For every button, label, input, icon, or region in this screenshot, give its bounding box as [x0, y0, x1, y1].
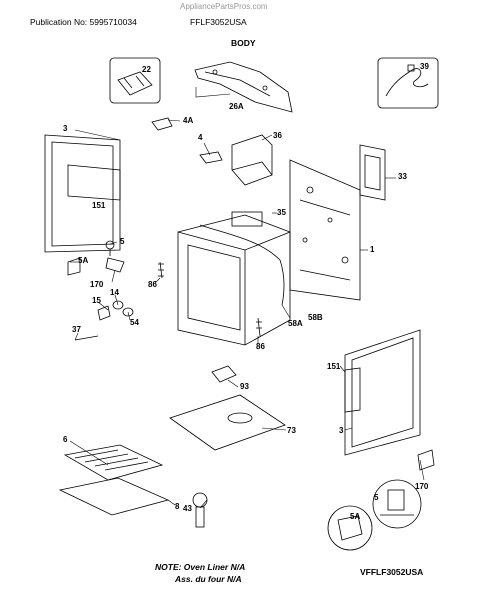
note-line-1: NOTE: Oven Liner N/A [155, 562, 246, 572]
inset-box-39 [377, 57, 439, 109]
part-86-spring-b [256, 317, 262, 337]
part-86-spring-a [158, 261, 164, 279]
part-37-rod [74, 335, 99, 341]
part-93-sensor [211, 365, 237, 383]
callout-5a-right: 5A [350, 512, 361, 521]
callout-4a: 4A [183, 116, 194, 125]
callout-170-left: 170 [90, 280, 104, 289]
part-15-knob [97, 305, 111, 321]
callout-8: 8 [175, 502, 180, 511]
part-8-broiler-tray [58, 477, 170, 516]
part-5-screw-left [105, 240, 115, 256]
callout-22: 22 [142, 65, 151, 74]
callout-54: 54 [130, 318, 139, 327]
part-22-bracket [117, 71, 153, 96]
part-6-oven-rack [63, 444, 164, 481]
part-36-heat-shield [231, 134, 273, 186]
part-5a-bracket-left [67, 257, 81, 276]
inset-box-22 [109, 57, 161, 104]
callout-58a: 58A [288, 319, 303, 328]
callout-39: 39 [420, 62, 429, 71]
callout-4: 4 [198, 133, 203, 142]
callout-15: 15 [92, 296, 101, 305]
callout-43: 43 [183, 504, 192, 513]
part-14-grommet [112, 300, 124, 310]
part-3-side-panel-right [344, 329, 421, 456]
callout-170-right: 170 [415, 482, 429, 491]
callout-3-right: 3 [339, 426, 344, 435]
part-43-bolt [192, 492, 208, 528]
callout-3-left: 3 [63, 124, 68, 133]
callout-6: 6 [63, 435, 68, 444]
part-170-hinge-left [105, 257, 125, 273]
leader-lines [69, 87, 425, 509]
callout-151-right: 151 [327, 362, 341, 371]
callout-14: 14 [110, 288, 119, 297]
part-3-side-panel-left [44, 134, 121, 253]
callout-86-top: 86 [148, 280, 157, 289]
part-26a-bracket [194, 61, 293, 113]
callout-1: 1 [370, 245, 375, 254]
part-54-spacer [122, 307, 134, 317]
publication-number: Publication No: 5995710034 [30, 17, 137, 27]
callout-93: 93 [240, 382, 249, 391]
part-4a-clip [151, 117, 173, 131]
callout-33: 33 [398, 172, 407, 181]
callout-37: 37 [72, 325, 81, 334]
callout-5a-left: 5A [78, 256, 89, 265]
callout-5-left: 5 [120, 237, 125, 246]
part-5-leveling-leg-right [372, 479, 422, 529]
diagram-code: VFFLF3052USA [360, 567, 424, 577]
callout-58b: 58B [308, 313, 323, 322]
note-line-2: Ass. du four N/A [175, 574, 242, 584]
callout-73: 73 [287, 426, 296, 435]
oven-body [177, 211, 291, 346]
callout-26a: 26A [229, 102, 244, 111]
callout-35: 35 [277, 208, 286, 217]
section-title: BODY [231, 38, 256, 48]
callout-5-right: 5 [374, 493, 379, 502]
callout-36: 36 [273, 131, 282, 140]
part-33-bracket [359, 144, 386, 201]
watermark: AppliancePartsPros.com [180, 2, 268, 11]
callout-86-bottom: 86 [256, 342, 265, 351]
part-39-wire-harness [385, 64, 429, 97]
part-73-bottom-panel [169, 394, 286, 451]
callout-151-left: 151 [92, 201, 106, 210]
part-170-hinge-right [417, 449, 435, 471]
part-5a-bracket-right [327, 505, 373, 551]
part-1-back-panel [289, 159, 361, 301]
part-4-clip [199, 151, 223, 164]
model-number: FFLF3052USA [190, 17, 247, 27]
